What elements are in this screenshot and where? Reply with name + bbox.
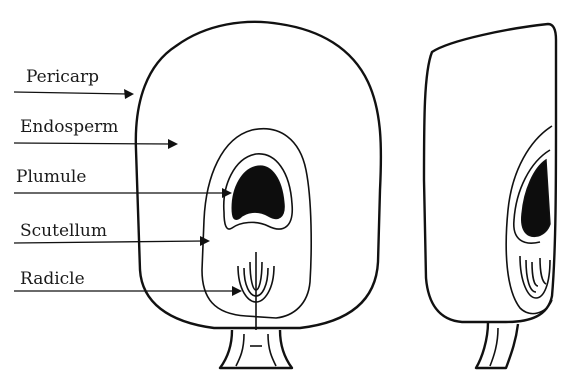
grain-side-view	[424, 24, 556, 368]
label-pericarp: Pericarp	[14, 67, 134, 99]
side-radicle-shape	[520, 256, 550, 298]
side-plumule-shape	[522, 160, 550, 236]
tip-cap	[220, 330, 292, 368]
label-scutellum: Scutellum	[14, 221, 210, 246]
label-scutellum-text: Scutellum	[20, 221, 107, 241]
label-endosperm-text: Endosperm	[20, 117, 118, 137]
label-radicle: Radicle	[14, 269, 242, 296]
plumule-shape	[232, 166, 284, 220]
label-endosperm: Endosperm	[14, 117, 178, 149]
label-pericarp-text: Pericarp	[26, 67, 99, 87]
label-radicle-text: Radicle	[20, 269, 85, 289]
label-plumule-text: Plumule	[16, 167, 86, 187]
label-plumule: Plumule	[14, 167, 232, 198]
grain-front-view	[136, 22, 381, 368]
